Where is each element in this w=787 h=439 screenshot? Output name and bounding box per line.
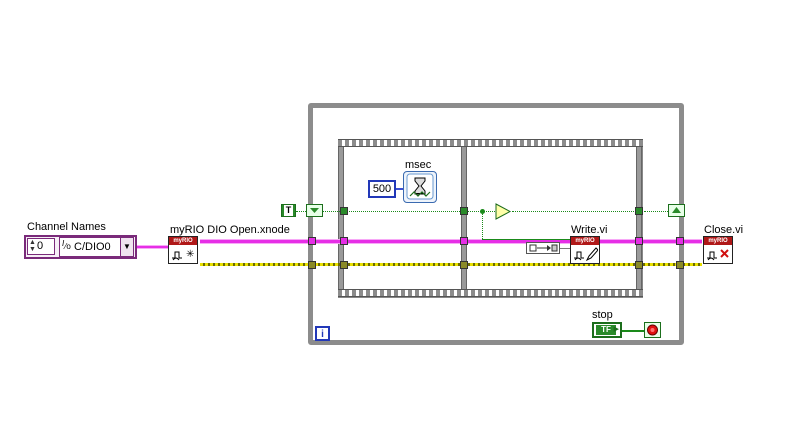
channel-value[interactable]: C/DIO0 [74,241,111,253]
io-name-icon: I [62,239,65,248]
wait-ms-node[interactable] [403,171,437,203]
seq-tunnel-refnum-mid[interactable] [460,237,468,245]
dio-open-node[interactable]: myRIO ✳ [168,236,198,264]
stop-wire[interactable] [622,330,644,332]
stop-terminal-text: TF [596,325,616,335]
boolean-wire-out[interactable] [644,211,678,212]
iteration-terminal-icon: i [321,329,324,340]
stop-button-icon [647,324,658,336]
dio-close-node[interactable]: myRIO [703,236,733,264]
sequence-frame-right [636,147,642,289]
dio-write-icon [574,247,598,262]
close-node-label: Close.vi [704,224,744,236]
boolean-wire-not-out[interactable] [512,211,638,212]
boolean-wire-to-write[interactable] [482,239,570,240]
seq-tunnel-refnum-left[interactable] [340,237,348,245]
sequence-frame-left [338,147,344,289]
wire-junction [480,209,485,214]
channel-names-label: Channel Names [27,221,106,233]
loop-tunnel-error-left[interactable] [308,261,316,269]
refnum-wire[interactable] [200,239,702,244]
svg-text:✳: ✳ [186,249,194,260]
chevron-down-icon[interactable]: ▼ [120,238,133,256]
stop-terminal-arrow-icon: ▶ [613,326,619,333]
wait-ms-icon [406,173,434,200]
stop-terminal[interactable]: TF ▶ [592,322,622,338]
stop-label: stop [592,309,613,321]
seq-tunnel-refnum-right[interactable] [635,237,643,245]
seq-tunnel-error-mid[interactable] [460,261,468,269]
io-name-icon-slash: ⁄o [65,242,71,251]
flat-sequence-structure[interactable] [338,139,643,298]
seq-tunnel-bool-left[interactable] [340,207,348,215]
cluster-icon [529,244,558,252]
cluster-wire[interactable] [560,248,572,249]
conditional-terminal[interactable] [644,322,661,338]
shift-register-left[interactable] [306,204,323,217]
wait-ms-constant[interactable]: 500 [368,180,396,198]
seq-tunnel-error-left[interactable] [340,261,348,269]
sequence-frame-divider [461,147,467,289]
not-gate[interactable] [495,203,513,220]
error-wire[interactable] [200,263,702,266]
channel-ring[interactable]: I ⁄o C/DIO0 ▼ [59,237,134,257]
close-icon-band: myRIO [704,237,732,245]
loop-tunnel-error-right[interactable] [676,261,684,269]
seq-tunnel-bool-mid[interactable] [460,207,468,215]
boolean-wire-branch[interactable] [482,211,483,239]
open-icon-band: myRIO [169,237,197,245]
shift-register-right[interactable] [668,204,685,217]
array-index-value[interactable]: 0 [37,240,44,252]
index-decrement-icon[interactable]: ▼ [29,246,36,253]
write-node-label: Write.vi [571,224,608,236]
dio-channel-cluster-constant[interactable] [526,242,560,254]
dio-write-node[interactable]: myRIO [570,236,600,264]
boolean-wire-seq[interactable] [346,211,462,212]
sequence-film-bottom [338,289,643,297]
index-increment-icon[interactable]: ▲ [29,239,36,246]
channel-wire[interactable] [136,245,168,249]
array-index-display[interactable]: ▲ ▼ 0 [27,238,55,255]
wait-ms-wire[interactable] [396,188,406,190]
sequence-film-top [338,139,643,147]
seq-tunnel-bool-right[interactable] [635,207,643,215]
seq-tunnel-error-right[interactable] [635,261,643,269]
write-icon-band: myRIO [571,237,599,245]
true-constant[interactable]: T [281,204,296,217]
not-gate-icon [495,203,512,220]
open-node-label: myRIO DIO Open.xnode [170,224,290,236]
loop-tunnel-refnum-right[interactable] [676,237,684,245]
dio-close-icon [707,249,729,261]
true-constant-text: T [284,205,293,216]
while-loop[interactable] [308,103,684,345]
dio-open-icon: ✳ [172,249,194,261]
iteration-terminal[interactable]: i [315,326,330,341]
loop-tunnel-refnum-left[interactable] [308,237,316,245]
wait-label: msec [405,159,432,171]
